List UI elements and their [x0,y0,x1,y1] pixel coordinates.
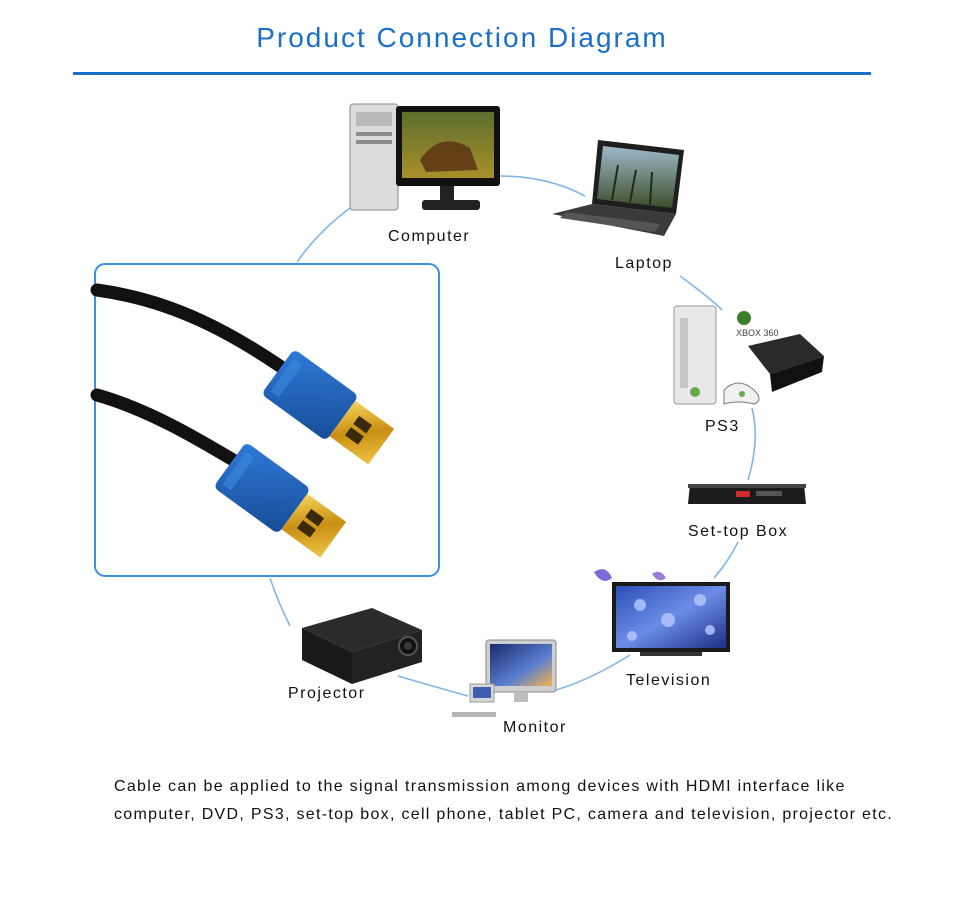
laptop-icon [552,140,684,236]
label-settop-box: Set-top Box [688,523,789,540]
title-underline [73,72,871,75]
ps3-xbox-icon: XBOX 360 [673,305,824,405]
link-monitor-projector [397,675,469,697]
hdmi-cable-photo [90,263,440,577]
label-television: Television [626,672,712,689]
monitor-icon [452,639,557,717]
label-projector: Projector [288,685,366,702]
projector-icon [302,608,422,684]
link-projector-cable [269,577,291,627]
xbox-logo: XBOX 360 [736,328,779,338]
link-settop-television [713,541,739,579]
computer-icon [349,103,500,211]
link-laptop-ps3 [679,275,723,311]
link-television-monitor [555,654,631,691]
description-text: Cable can be applied to the signal trans… [114,778,894,823]
link-ps3-settop [747,407,756,481]
label-ps3: PS3 [705,418,740,435]
connection-lines [269,175,756,697]
label-laptop: Laptop [615,255,673,272]
link-computer-laptop [499,175,586,197]
settop-box-icon [688,484,806,504]
link-computer-cable [296,207,351,263]
diagram-title: Product Connection Diagram [256,22,668,53]
label-monitor: Monitor [503,719,567,736]
television-icon [594,569,730,656]
label-computer: Computer [388,228,471,245]
